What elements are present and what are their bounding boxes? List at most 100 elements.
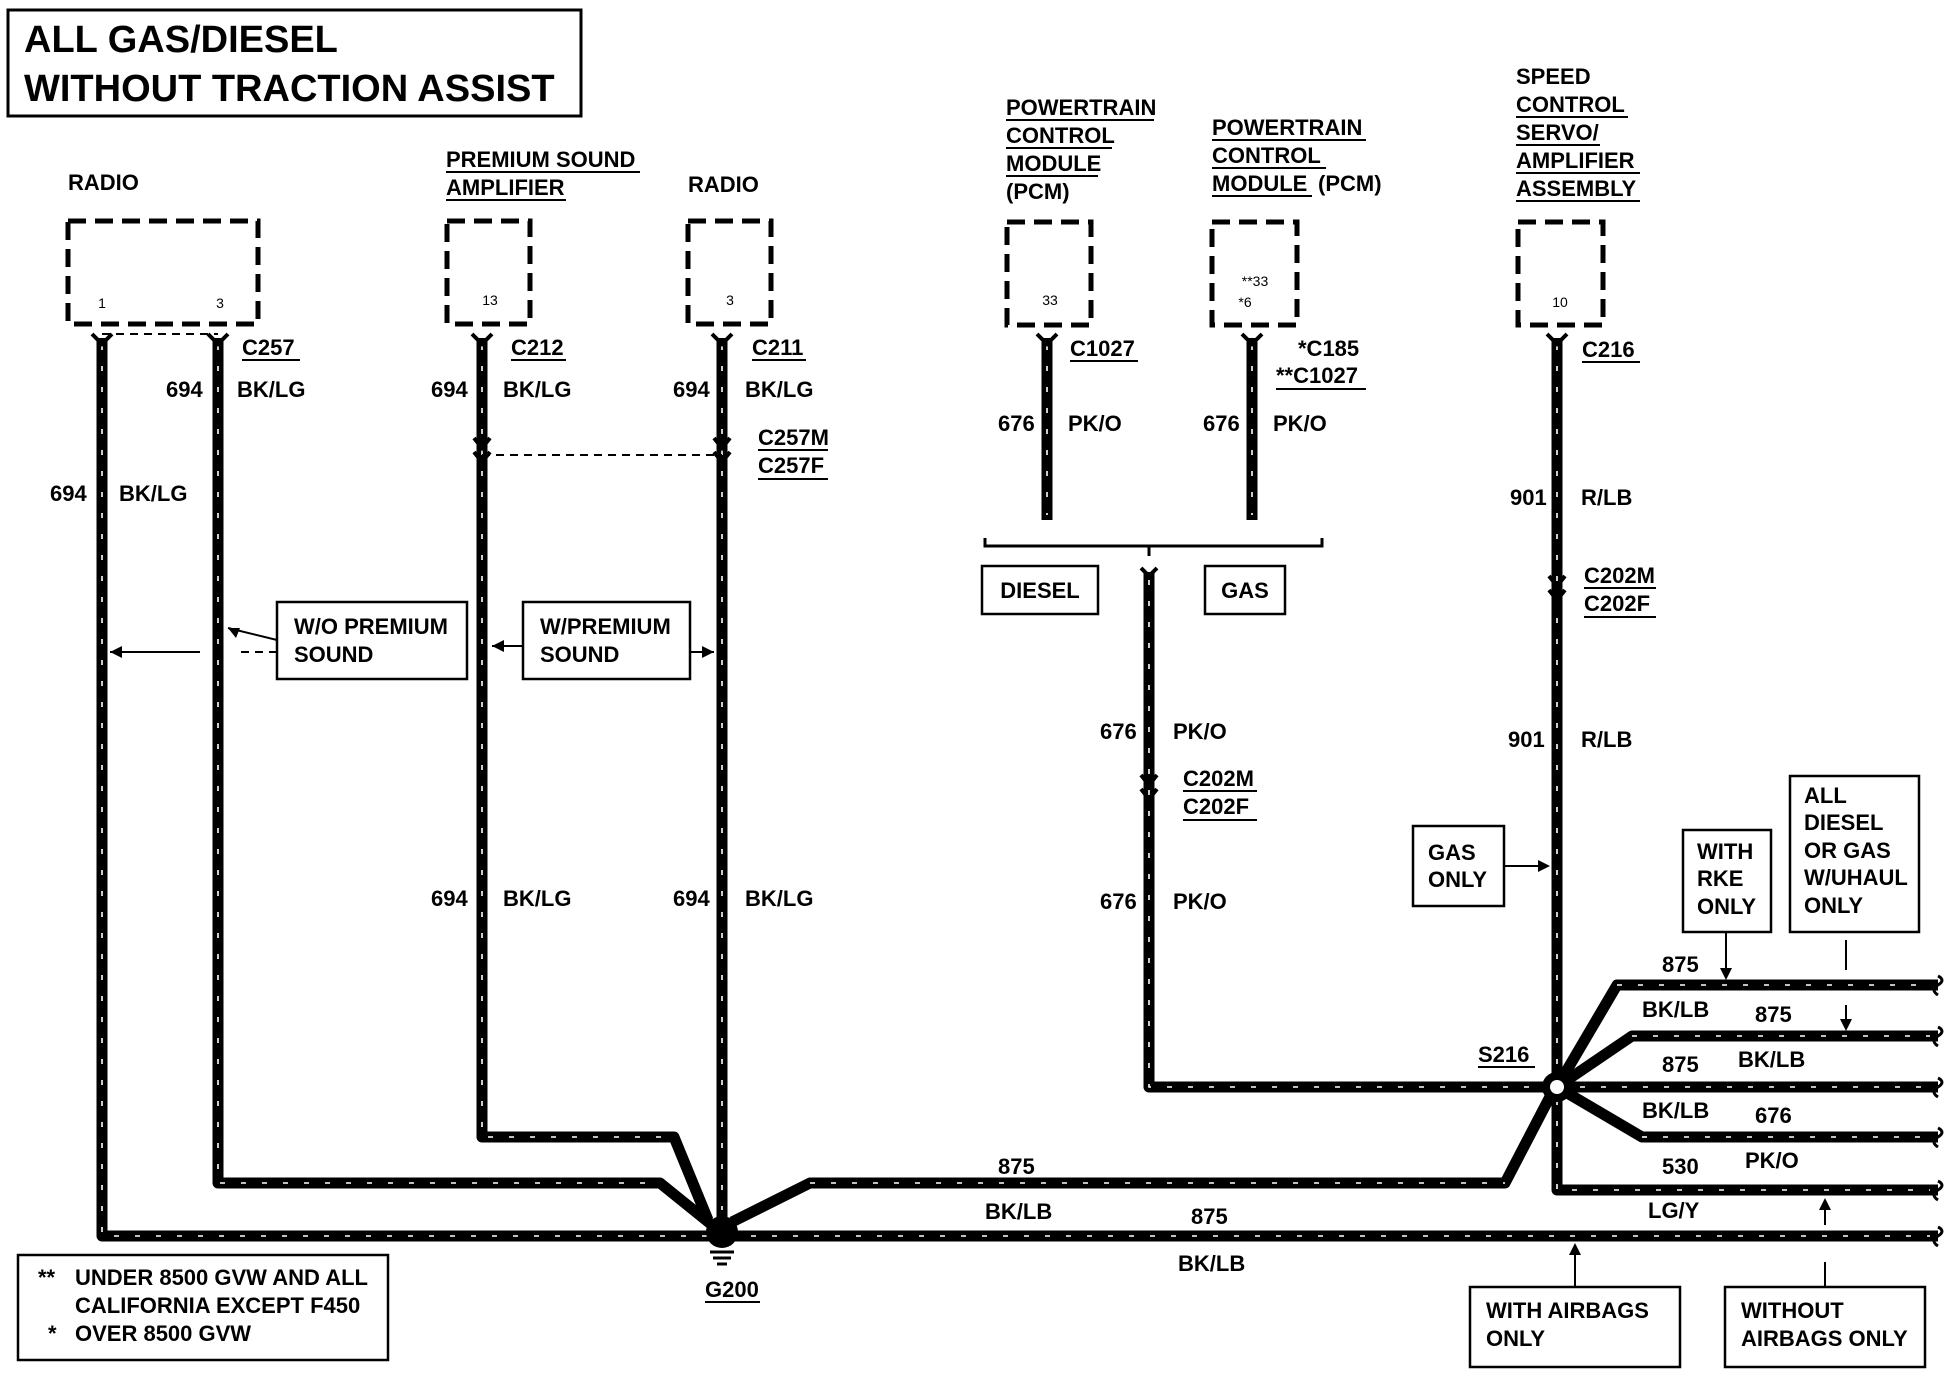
wo-premium-line-1: W/O PREMIUM	[294, 614, 448, 639]
label-bklg-a: BK/LG	[237, 377, 305, 402]
connector-c202m-speed: C202M	[1584, 563, 1655, 588]
with-rke-line-2: RKE	[1697, 866, 1743, 891]
radio-mid-pin: 3	[726, 292, 734, 308]
box-gas: GAS	[1203, 564, 1287, 616]
label-875-mid: 875	[998, 1154, 1035, 1179]
component-radio-mid: RADIO 3 C211	[685, 172, 806, 361]
legend-mark-2: *	[48, 1321, 57, 1346]
label-676-b: 676	[1203, 411, 1240, 436]
wire-fan-4	[1554, 1082, 1938, 1143]
label-694-a: 694	[166, 377, 203, 402]
label-694-c: 694	[431, 377, 468, 402]
legend-mark-1: **	[38, 1265, 56, 1290]
label-676-fan4: 676	[1755, 1103, 1792, 1128]
label-694-b: 694	[50, 481, 87, 506]
box-without-airbags: WITHOUT AIRBAGS ONLY	[1723, 1198, 1927, 1369]
label-bklb-bottom: BK/LB	[1178, 1251, 1245, 1276]
component-radio-left: RADIO 1 3 C257	[65, 170, 300, 361]
speed-control-line-4: AMPLIFIER	[1516, 148, 1635, 173]
connector-c1027-diesel: C1027	[1070, 336, 1135, 361]
label-676-c: 676	[1100, 719, 1137, 744]
component-speed-control: SPEED CONTROL SERVO/ AMPLIFIER ASSEMBLY …	[1515, 64, 1640, 363]
title-line-1: ALL GAS/DIESEL	[24, 19, 338, 61]
label-bklb-mid: BK/LB	[985, 1199, 1052, 1224]
all-diesel-line-2: DIESEL	[1804, 810, 1883, 835]
speed-control-line-3: SERVO/	[1516, 120, 1599, 145]
legend-line-1: UNDER 8500 GVW AND ALL	[75, 1265, 368, 1290]
pcm-gas-line-2: CONTROL	[1212, 143, 1321, 168]
pcm-diesel-line-3: MODULE	[1006, 151, 1101, 176]
label-676-a: 676	[998, 411, 1035, 436]
with-airbags-line-1: WITH AIRBAGS	[1486, 1298, 1649, 1323]
label-694-f: 694	[673, 886, 710, 911]
radio-left-pin-1: 1	[98, 295, 106, 311]
gas-label: GAS	[1221, 578, 1269, 603]
with-rke-line-3: ONLY	[1697, 894, 1756, 919]
wire-694-amp	[476, 338, 714, 1223]
box-diesel: DIESEL	[980, 564, 1100, 616]
label-lgy: LG/Y	[1648, 1198, 1700, 1223]
all-diesel-line-4: W/UHAUL	[1804, 865, 1908, 890]
wire-ends	[1932, 974, 1944, 1248]
pcm-gas-line-3b: (PCM)	[1318, 171, 1382, 196]
label-pko-b: PK/O	[1273, 411, 1327, 436]
label-875-fan2: 875	[1755, 1002, 1792, 1027]
connector-c202m-pcm: C202M	[1183, 766, 1254, 791]
box-gas-only: GAS ONLY	[1411, 824, 1550, 908]
label-bklg-e: BK/LG	[503, 886, 571, 911]
label-rlb-a: R/LB	[1581, 485, 1632, 510]
pcm-bracket	[983, 538, 1324, 556]
all-diesel-line-1: ALL	[1804, 783, 1847, 808]
label-pko-fan4: PK/O	[1745, 1148, 1799, 1173]
label-676-d: 676	[1100, 889, 1137, 914]
component-pcm-gas: POWERTRAIN CONTROL MODULE (PCM) **33 *6 …	[1209, 115, 1382, 390]
box-with-rke: WITH RKE ONLY	[1681, 828, 1773, 980]
all-diesel-line-3: OR GAS	[1804, 838, 1891, 863]
label-875-fan3: 875	[1662, 1052, 1699, 1077]
label-875-bottom: 875	[1191, 1204, 1228, 1229]
component-pcm-diesel: POWERTRAIN CONTROL MODULE (PCM) 33 C1027	[1004, 95, 1156, 362]
premium-amp-pin: 13	[482, 292, 498, 308]
box-all-diesel: ALL DIESEL OR GAS W/UHAUL ONLY	[1788, 774, 1921, 1031]
box-with-airbags: WITH AIRBAGS ONLY	[1468, 1243, 1682, 1369]
arrows-w-premium	[492, 640, 714, 658]
label-694-d: 694	[673, 377, 710, 402]
component-premium-amp: PREMIUM SOUND AMPLIFIER 13 C212	[444, 147, 640, 361]
wire-875-g200-s216	[729, 1084, 1560, 1227]
box-w-premium-sound: W/PREMIUM SOUND	[521, 600, 692, 681]
label-901-b: 901	[1508, 727, 1545, 752]
w-premium-line-2: SOUND	[540, 642, 619, 667]
speed-control-pin: 10	[1552, 294, 1568, 310]
speed-control-line-1: SPEED	[1516, 64, 1591, 89]
wire-hashing	[101, 345, 1930, 1237]
premium-amp-line-2: AMPLIFIER	[446, 175, 565, 200]
label-901-a: 901	[1510, 485, 1547, 510]
connector-c202f-pcm: C202F	[1183, 794, 1249, 819]
ground-g200-label: G200	[705, 1277, 759, 1302]
label-875-fan1: 875	[1662, 952, 1699, 977]
w-premium-line-1: W/PREMIUM	[540, 614, 671, 639]
label-bklg-c: BK/LG	[503, 377, 571, 402]
connector-c212: C212	[511, 335, 564, 360]
label-530: 530	[1662, 1154, 1699, 1179]
connector-c202f-speed: C202F	[1584, 591, 1650, 616]
title-line-2: WITHOUT TRACTION ASSIST	[24, 68, 555, 110]
arrows-wo-premium	[110, 627, 278, 658]
with-rke-line-1: WITH	[1697, 839, 1753, 864]
splice-s216	[1542, 1072, 1572, 1102]
with-airbags-line-2: ONLY	[1486, 1326, 1545, 1351]
without-airbags-line-2: AIRBAGS ONLY	[1741, 1326, 1908, 1351]
label-pko-a: PK/O	[1068, 411, 1122, 436]
pcm-gas-line-3: MODULE	[1212, 171, 1307, 196]
pcm-diesel-line-4: (PCM)	[1006, 179, 1070, 204]
pcm-gas-pin-b: *6	[1238, 294, 1251, 310]
wire-694-radio-pin3	[212, 338, 716, 1230]
legend-line-1b: CALIFORNIA EXCEPT F450	[75, 1293, 360, 1318]
pcm-gas-pin-a: **33	[1242, 273, 1269, 289]
radio-left-pin-3: 3	[216, 295, 224, 311]
label-bklb-fan1: BK/LB	[1642, 997, 1709, 1022]
label-pko-c: PK/O	[1173, 719, 1227, 744]
wo-premium-line-2: SOUND	[294, 642, 373, 667]
box-wo-premium-sound: W/O PREMIUM SOUND	[275, 600, 469, 681]
